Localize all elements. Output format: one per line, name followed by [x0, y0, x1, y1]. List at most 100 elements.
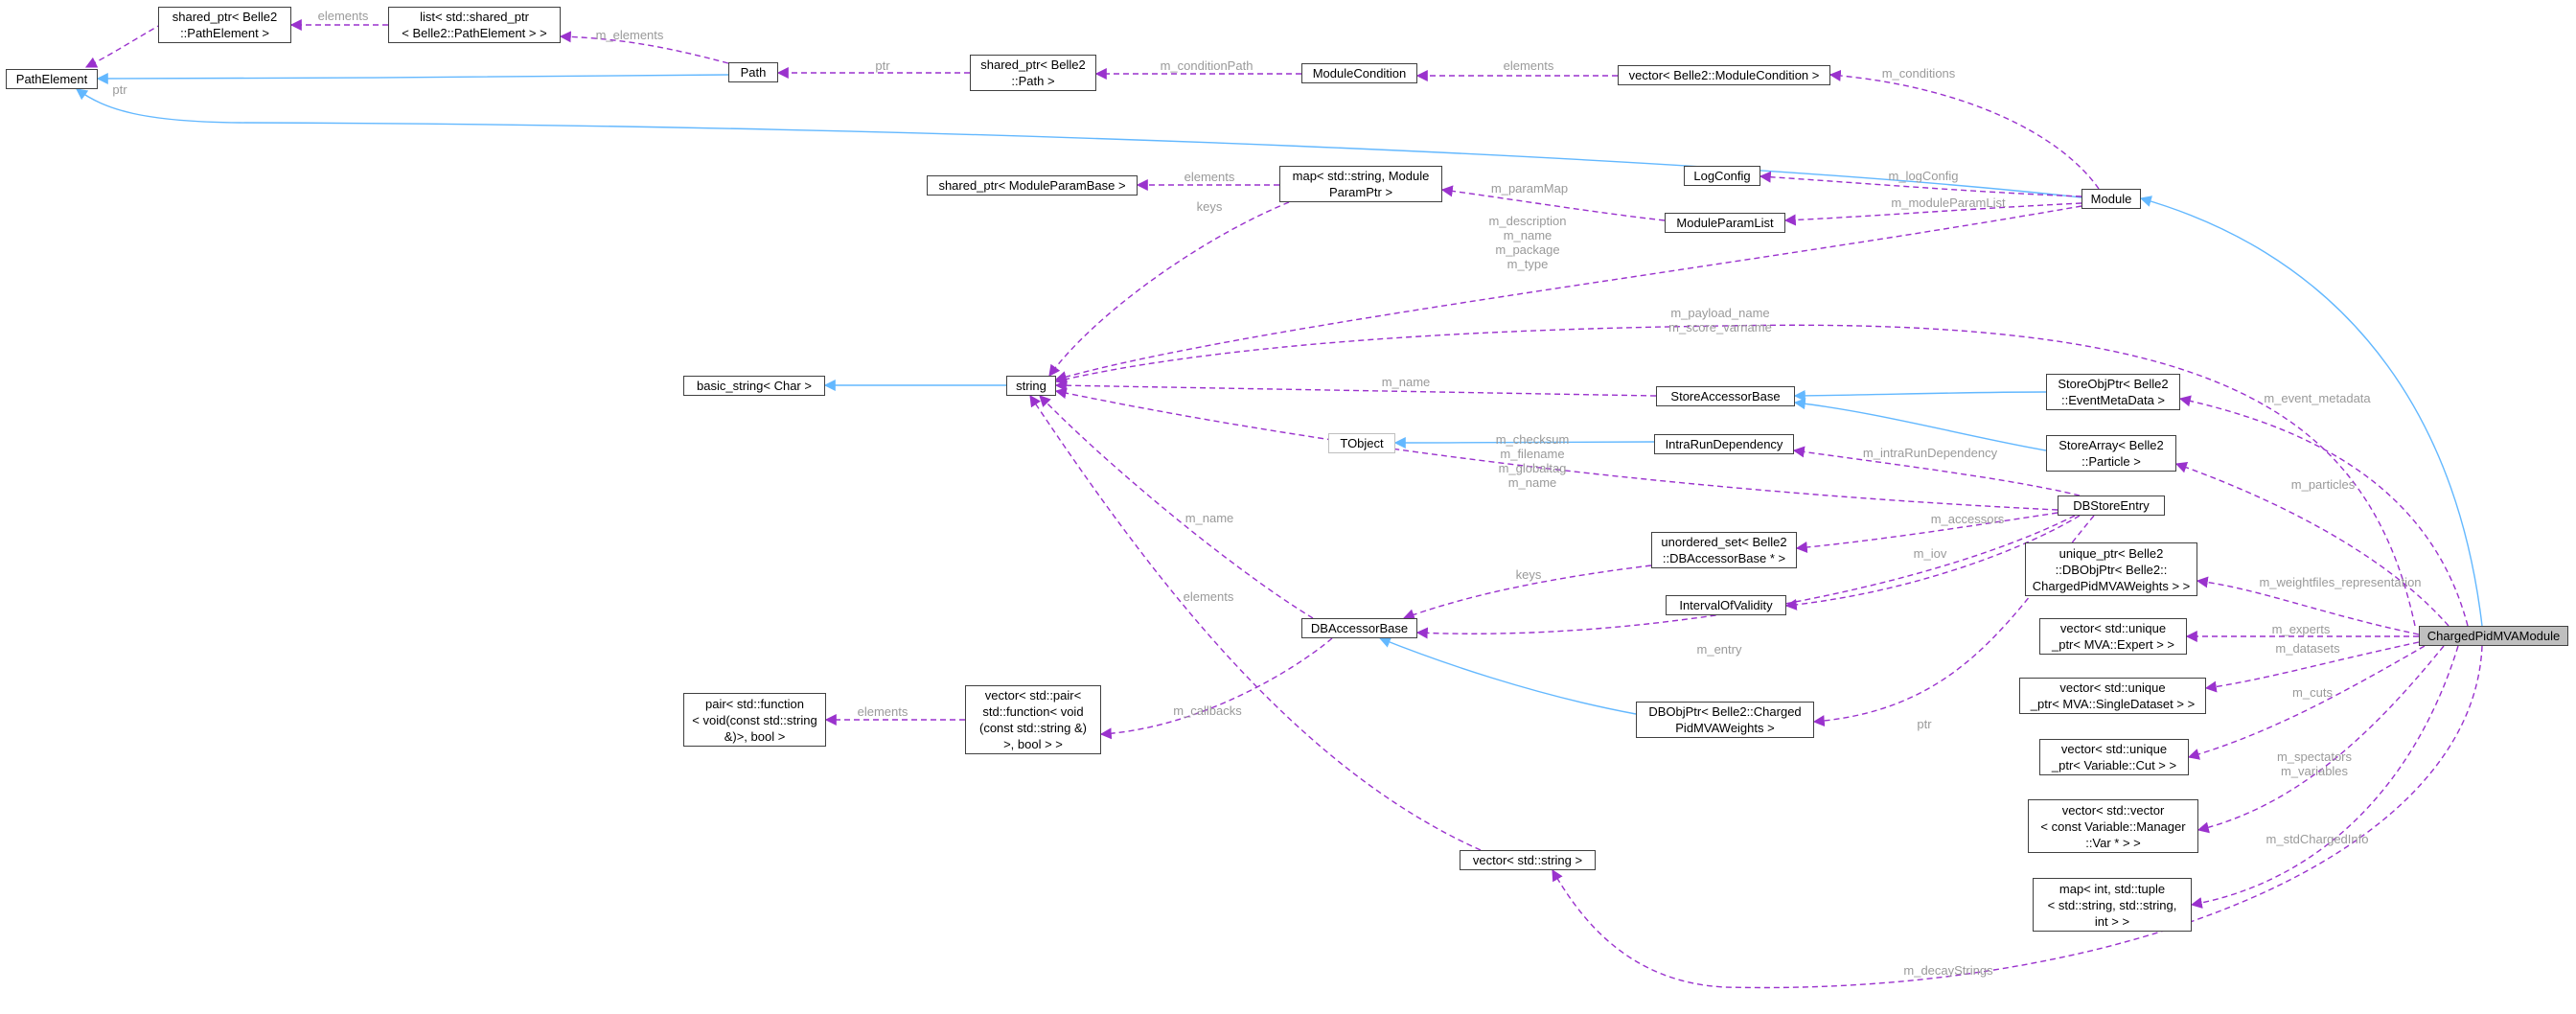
edge-label-m-logconfig: m_logConfig	[1889, 169, 1959, 183]
node-modulecondition[interactable]: ModuleCondition	[1301, 63, 1417, 83]
node-chargedpidmvamodule[interactable]: ChargedPidMVAModule	[2419, 626, 2568, 646]
edge-label-m-weightfiles: m_weightfiles_representation	[2259, 575, 2421, 589]
node-shared-ptr-pathelement[interactable]: shared_ptr< Belle2 ::PathElement >	[158, 7, 291, 43]
node-vector-unique-ptr-expert[interactable]: vector< std::unique _ptr< MVA::Expert > …	[2039, 618, 2187, 655]
edge-label-m-accessors: m_accessors	[1931, 512, 2005, 526]
edge-label-ptr-pathelement: ptr	[112, 82, 127, 97]
node-storearray-particle[interactable]: StoreArray< Belle2 ::Particle >	[2046, 435, 2176, 472]
edge-label-m-elements: m_elements	[596, 28, 664, 42]
edge-label-m-moduleparamlist: m_moduleParamList	[1891, 196, 2006, 210]
node-vector-unique-ptr-cut[interactable]: vector< std::unique _ptr< Variable::Cut …	[2039, 739, 2189, 775]
node-path[interactable]: Path	[728, 62, 778, 82]
node-map-tuple[interactable]: map< int, std::tuple < std::string, std:…	[2033, 878, 2192, 932]
usage-edge-10	[559, 31, 729, 64]
edge-label-elements-pair: elements	[858, 704, 908, 719]
usage-edge-21	[1054, 324, 2416, 627]
inheritance-edge-5	[1793, 398, 2047, 451]
edge-label-m-conditionpath: m_conditionPath	[1161, 58, 1254, 73]
usage-edge-42	[1552, 645, 2483, 989]
node-string[interactable]: string	[1006, 376, 1056, 396]
edge-label-keys-map: keys	[1197, 199, 1223, 214]
edge-label-ptr-path: ptr	[875, 58, 890, 73]
node-basic-string[interactable]: basic_string< Char >	[683, 376, 825, 396]
usage-edge-22	[1054, 380, 1657, 397]
node-vector-vector-var[interactable]: vector< std::vector < const Variable::Ma…	[2028, 799, 2198, 853]
node-dbstoreentry[interactable]: DBStoreEntry	[2058, 495, 2165, 516]
usage-edge-40	[2196, 645, 2445, 834]
usage-edge-29	[1039, 395, 1314, 619]
usage-edge-30	[1784, 515, 2081, 611]
usage-edge-14	[1828, 69, 2100, 190]
node-dbobjptr-chargedpidmvaweights[interactable]: DBObjPtr< Belle2::Charged PidMVAWeights …	[1636, 702, 1814, 738]
inheritance-edge-6	[1393, 436, 1655, 449]
usage-edge-39	[2187, 645, 2426, 760]
node-intervalofvalidity[interactable]: IntervalOfValidity	[1666, 595, 1786, 615]
node-map-moduleparamptr[interactable]: map< std::string, Module ParamPtr >	[1279, 166, 1442, 202]
edge-label-m-conditions: m_conditions	[1882, 66, 1956, 81]
inheritance-edge-4	[1793, 389, 2047, 402]
inheritance-edge-0	[2139, 196, 2483, 627]
node-vector-modulecondition[interactable]: vector< Belle2::ModuleCondition >	[1618, 65, 1830, 85]
node-pathelement[interactable]: PathElement	[6, 69, 98, 89]
edge-label-m-callbacks: m_callbacks	[1173, 703, 1242, 718]
node-shared-ptr-moduleparambase[interactable]: shared_ptr< ModuleParamBase >	[927, 175, 1138, 196]
edge-label-m-iov: m_iov	[1914, 546, 1947, 561]
usage-edge-27	[1795, 512, 2058, 553]
edge-label-elements-paramptr: elements	[1184, 170, 1235, 184]
usage-edge-18	[1783, 202, 2082, 226]
edge-label-m-stdchargedinfo: m_stdChargedInfo	[2266, 832, 2369, 846]
usage-edge-31	[1029, 395, 1482, 851]
inheritance-edge-2	[96, 72, 729, 84]
usage-edge-24	[2174, 461, 2450, 627]
usage-edge-35	[2204, 641, 2420, 693]
usage-edge-28	[1402, 565, 1652, 620]
node-storeobjptr-eventmetadata[interactable]: StoreObjPtr< Belle2 ::EventMetaData >	[2046, 374, 2180, 410]
inheritance-edge-7	[1378, 636, 1637, 715]
edge-label-m-name-dba: m_name	[1185, 511, 1234, 525]
edge-label-m-cuts: m_cuts	[2292, 685, 2333, 700]
node-intrarundependency[interactable]: IntraRunDependency	[1654, 434, 1794, 454]
edge-label-m-intrarundependency: m_intraRunDependency	[1863, 446, 1998, 460]
node-unique-ptr-dbobjptr[interactable]: unique_ptr< Belle2 ::DBObjPtr< Belle2:: …	[2025, 542, 2197, 596]
node-logconfig[interactable]: LogConfig	[1684, 166, 1760, 186]
edge-labels: ptr elements m_elements ptr m_conditionP…	[112, 9, 2421, 978]
node-shared-ptr-path[interactable]: shared_ptr< Belle2 ::Path >	[970, 55, 1096, 91]
node-vector-pair-function[interactable]: vector< std::pair< std::function< void (…	[965, 685, 1101, 754]
edge-label-elements-vecstring: elements	[1184, 589, 1234, 604]
usage-edge-37	[1099, 637, 1333, 740]
edge-label-m-entry: m_entry	[1697, 642, 1742, 657]
usage-edge-19	[1048, 201, 1290, 377]
edge-label-m-decaystrings: m_decayStrings	[1903, 963, 1993, 978]
edge-paths	[76, 18, 2483, 989]
edge-label-elements-conditions: elements	[1504, 58, 1554, 73]
usage-edge-41	[2190, 645, 2459, 909]
node-vector-string[interactable]: vector< std::string >	[1460, 850, 1596, 870]
usage-edge-26	[1054, 387, 2058, 511]
node-tobject[interactable]: TObject	[1328, 433, 1395, 453]
edge-label-elements-list: elements	[318, 9, 369, 23]
node-pair-function[interactable]: pair< std::function < void(const std::st…	[683, 693, 826, 747]
edge-label-m-parammap: m_paramMap	[1491, 181, 1568, 196]
node-storeaccessorbase[interactable]: StoreAccessorBase	[1656, 386, 1795, 406]
usage-edge-33	[1415, 515, 2076, 639]
inheritance-edge-1	[76, 88, 2082, 198]
edge-label-m-experts: m_experts	[2272, 622, 2331, 636]
usage-edge-16	[1440, 185, 1666, 221]
usage-edge-20	[1054, 205, 2082, 382]
node-dbaccessorbase[interactable]: DBAccessorBase	[1301, 618, 1417, 638]
node-unordered-set-dbaccessorbase[interactable]: unordered_set< Belle2 ::DBAccessorBase *…	[1651, 532, 1797, 568]
node-list-shared-ptr-pathelement[interactable]: list< std::shared_ptr < Belle2::PathElem…	[388, 7, 561, 43]
node-module[interactable]: Module	[2082, 189, 2141, 209]
node-vector-unique-ptr-singledataset[interactable]: vector< std::unique _ptr< MVA::SingleDat…	[2019, 678, 2206, 714]
usage-edge-23	[2178, 395, 2469, 627]
edge-label-ptr-dbobj: ptr	[1917, 717, 1932, 731]
usage-edge-32	[2196, 576, 2420, 635]
node-moduleparamlist[interactable]: ModuleParamList	[1665, 213, 1785, 233]
edge-label-keys-set: keys	[1516, 567, 1542, 582]
